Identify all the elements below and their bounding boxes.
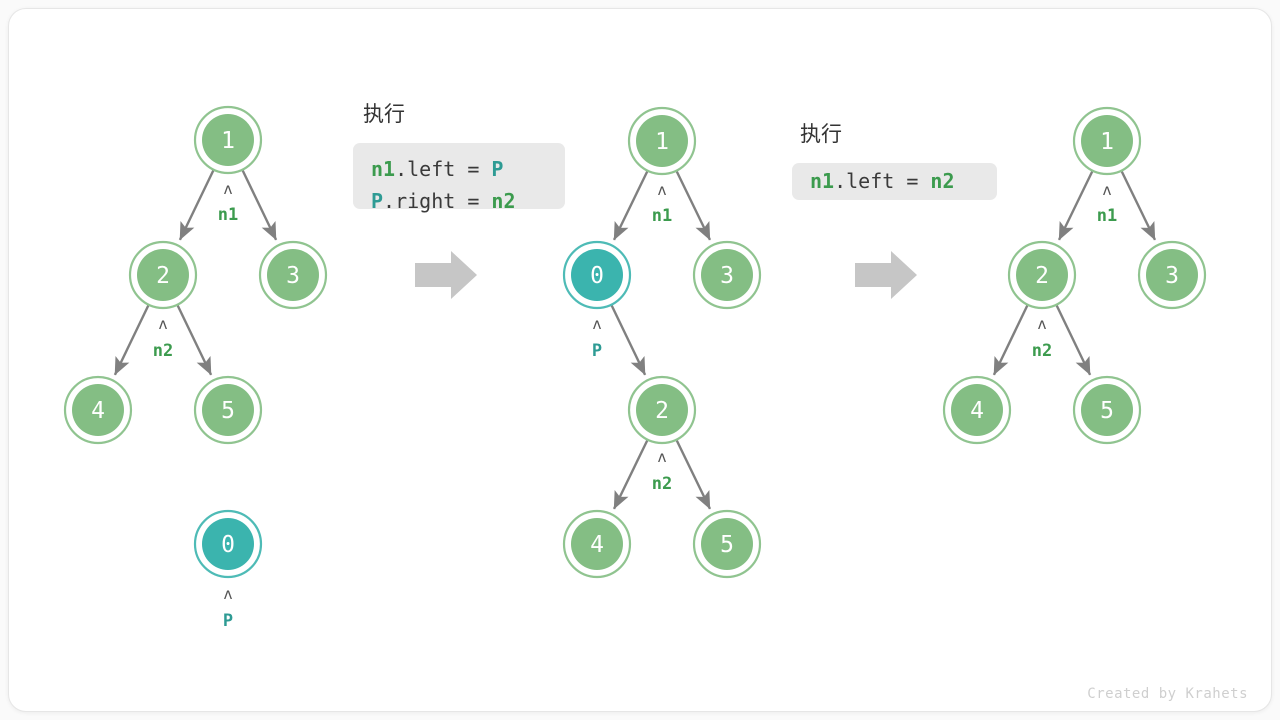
tree-middle-node-1: 1 xyxy=(627,106,697,176)
tree-before-node-2: 2 xyxy=(128,240,198,310)
node-value: 2 xyxy=(655,398,669,424)
code-token: n1 xyxy=(810,169,835,193)
block-arrow-1 xyxy=(415,251,477,299)
tree-edge xyxy=(612,171,649,241)
code-token: .left = xyxy=(395,157,492,181)
node-value: 1 xyxy=(221,128,235,154)
tree-edge xyxy=(1055,305,1092,376)
node-value: 4 xyxy=(590,532,604,558)
tree-before-node-1: 1 xyxy=(193,105,263,175)
tree-before-node-4: 4 xyxy=(63,375,133,445)
code-token: P xyxy=(371,189,384,213)
caret-icon: ʌ xyxy=(223,585,232,603)
caret-icon: ʌ xyxy=(158,315,167,333)
tree-edge xyxy=(1057,171,1094,241)
caret-icon: ʌ xyxy=(223,180,232,198)
tree-after-node-4: 4 xyxy=(942,375,1012,445)
tree-edge xyxy=(610,305,647,376)
tree-edge xyxy=(241,170,278,241)
tree-after-node-1: 1 xyxy=(1072,106,1142,176)
tree-middle-node-4: 4 xyxy=(562,509,632,579)
caret-icon: ʌ xyxy=(1102,181,1111,199)
tree-edge xyxy=(992,305,1029,376)
tree-edge xyxy=(176,305,213,376)
block-arrows-layer xyxy=(415,251,917,299)
pointer-label: P xyxy=(223,611,233,631)
tree-middle-node-2: 2 xyxy=(627,375,697,445)
tree-middle-pointer-n2: ʌ n2 xyxy=(652,448,672,494)
pointer-label: n1 xyxy=(1097,206,1117,226)
code-line: P.right = n2 xyxy=(371,185,547,217)
caret-icon: ʌ xyxy=(657,448,666,466)
pointer-label: n1 xyxy=(652,206,672,226)
tree-middle-node-5: 5 xyxy=(692,509,762,579)
node-value: 5 xyxy=(221,398,235,424)
nodes-layer: 1 2 3 4 5 0 1 0 3 2 4 5 1 2 3 4 5 xyxy=(63,105,1207,579)
tree-middle-pointer-p: ʌP xyxy=(592,315,602,361)
tree-before-pointer-n2: ʌ n2 xyxy=(153,315,173,361)
pointer-label: n2 xyxy=(652,474,672,494)
pointer-label: P xyxy=(592,341,602,361)
node-value: 0 xyxy=(590,263,604,289)
tree-after-node-3: 3 xyxy=(1137,240,1207,310)
tree-middle-node-0: 0 xyxy=(562,240,632,310)
tree-after-pointer-n1: ʌ n1 xyxy=(1097,181,1117,226)
node-value: 5 xyxy=(1100,398,1114,424)
edges-layer xyxy=(113,170,1157,510)
node-value: 5 xyxy=(720,532,734,558)
caret-icon: ʌ xyxy=(592,315,601,333)
node-value: 3 xyxy=(1165,263,1179,289)
tree-middle-pointer-n1: ʌ n1 xyxy=(652,181,672,226)
code-token: .right = xyxy=(383,189,492,213)
block-arrow-2 xyxy=(855,251,917,299)
tree-before-pointer-n1: ʌ n1 xyxy=(218,180,238,225)
tree-before-node-5: 5 xyxy=(193,375,263,445)
tree-before-pointer-p: ʌP xyxy=(223,585,233,631)
tree-before-node-0: 0 xyxy=(193,509,263,579)
watermark-credit: Created by Krahets xyxy=(1087,686,1248,702)
node-value: 2 xyxy=(156,263,170,289)
tree-edge xyxy=(178,170,215,241)
code-line: n1.left = n2 xyxy=(810,171,979,191)
exec-label-1: 执行 xyxy=(363,102,405,126)
node-value: 1 xyxy=(655,129,669,155)
code-block-2: n1.left = n2 xyxy=(792,163,997,200)
code-token: n2 xyxy=(491,189,516,213)
node-value: 3 xyxy=(286,263,300,289)
node-value: 4 xyxy=(970,398,984,424)
pointer-label: n2 xyxy=(1032,341,1052,361)
tree-before-node-3: 3 xyxy=(258,240,328,310)
node-value: 1 xyxy=(1100,129,1114,155)
node-value: 3 xyxy=(720,263,734,289)
code-token: n1 xyxy=(371,157,396,181)
tree-edge xyxy=(675,440,712,510)
node-value: 2 xyxy=(1035,263,1049,289)
tree-edge xyxy=(113,305,150,376)
tree-edge xyxy=(612,440,649,510)
code-line: n1.left = P xyxy=(371,153,547,185)
pointer-label: n2 xyxy=(153,341,173,361)
tree-after-node-2: 2 xyxy=(1007,240,1077,310)
exec-label-2: 执行 xyxy=(800,122,842,146)
caret-icon: ʌ xyxy=(657,181,666,199)
caret-icon: ʌ xyxy=(1037,315,1046,333)
code-token: n2 xyxy=(930,169,955,193)
tree-edge xyxy=(1120,171,1157,241)
tree-middle-node-3: 3 xyxy=(692,240,762,310)
tree-after-pointer-n2: ʌ n2 xyxy=(1032,315,1052,361)
tree-after-node-5: 5 xyxy=(1072,375,1142,445)
pointer-label: n1 xyxy=(218,205,238,225)
node-value: 0 xyxy=(221,532,235,558)
tree-edge xyxy=(675,171,712,241)
code-token: .left = xyxy=(834,169,931,193)
code-token: P xyxy=(491,157,504,181)
node-value: 4 xyxy=(91,398,105,424)
